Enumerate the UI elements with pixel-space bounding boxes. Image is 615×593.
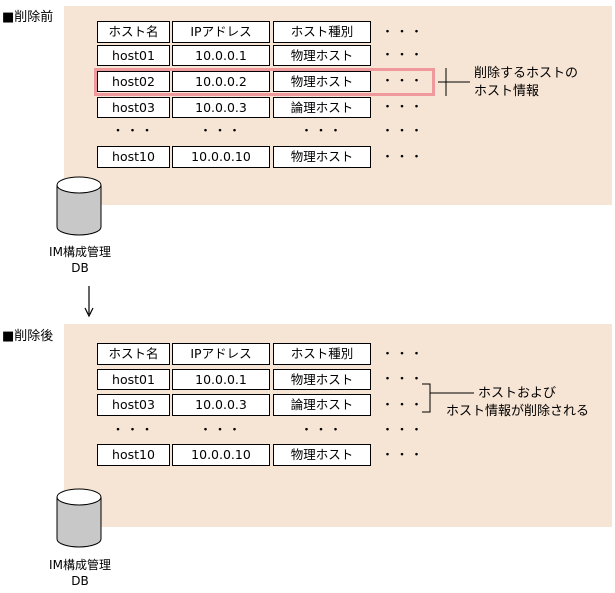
after-header-ip-address: IPアドレス [172,343,270,365]
before-row2-more: ・・・ [381,73,425,88]
before-header-more: ・・・ [381,24,425,39]
after-row2-host: host03 [97,394,170,416]
after-ellipsis-type: ・・・ [300,422,344,437]
after-ellipsis-host: ・・・ [111,422,156,437]
before-db-label-line2: DB [71,261,89,275]
after-db-label-line2: DB [71,574,89,588]
after-section-label: ■削除後 [2,329,54,344]
after-annotation-bracket [422,383,474,413]
before-annotation-line1: 削除するホストの [474,66,579,81]
before-row2-ip: 10.0.0.2 [172,71,270,92]
after-database-icon [56,488,102,548]
before-database-icon [56,176,102,236]
before-row2-type: 物理ホスト [273,71,371,92]
after-row1-ip: 10.0.0.1 [172,369,270,390]
after-row1-type: 物理ホスト [273,369,371,390]
after-row4-ip: 10.0.0.10 [172,444,270,466]
before-annotation-bracket [438,68,470,96]
before-row3-type: 論理ホスト [273,97,371,118]
after-db-label-line1: IM構成管理 [49,558,111,572]
before-row5-ip: 10.0.0.10 [172,146,270,168]
before-row3-host: host03 [97,97,170,118]
before-row2-host: host02 [97,71,170,92]
after-ellipsis-ip: ・・・ [199,422,243,437]
before-db-label-line1: IM構成管理 [49,245,111,259]
after-row1-more: ・・・ [381,371,425,386]
before-row5-host: host10 [97,146,170,168]
before-row1-type: 物理ホスト [273,45,371,66]
before-row1-ip: 10.0.0.1 [172,45,270,66]
before-annotation-line2: ホスト情報 [474,84,540,99]
before-ellipsis-ip: ・・・ [199,123,243,138]
before-row3-ip: 10.0.0.3 [172,97,270,118]
after-row1-host: host01 [97,369,170,390]
after-header-host-type: ホスト種別 [273,343,371,365]
after-header-host-name: ホスト名 [97,343,170,365]
before-header-ip-address: IPアドレス [172,21,270,43]
after-annotation-line1: ホストおよび [478,386,557,401]
before-row3-more: ・・・ [381,99,425,114]
after-row4-host: host10 [97,444,170,466]
before-section-label: ■削除前 [2,10,54,25]
after-row2-more: ・・・ [381,397,425,412]
before-ellipsis-more: ・・・ [381,123,425,138]
deleted-row-highlight [94,68,435,96]
after-header-more: ・・・ [381,346,425,361]
before-ellipsis-type: ・・・ [300,123,344,138]
before-row5-more: ・・・ [381,149,425,164]
after-ellipsis-more: ・・・ [381,422,425,437]
after-row2-type: 論理ホスト [273,394,371,416]
before-header-host-name: ホスト名 [97,21,170,43]
before-row1-more: ・・・ [381,47,425,62]
after-row2-ip: 10.0.0.3 [172,394,270,416]
before-ellipsis-host: ・・・ [111,123,156,138]
after-row4-more: ・・・ [381,447,425,462]
before-row5-type: 物理ホスト [273,146,371,168]
transition-arrow-icon [84,286,94,318]
before-header-host-type: ホスト種別 [273,21,371,43]
after-annotation-line2: ホスト情報が削除される [446,404,590,419]
before-row1-host: host01 [97,45,170,66]
after-row4-type: 物理ホスト [273,444,371,466]
